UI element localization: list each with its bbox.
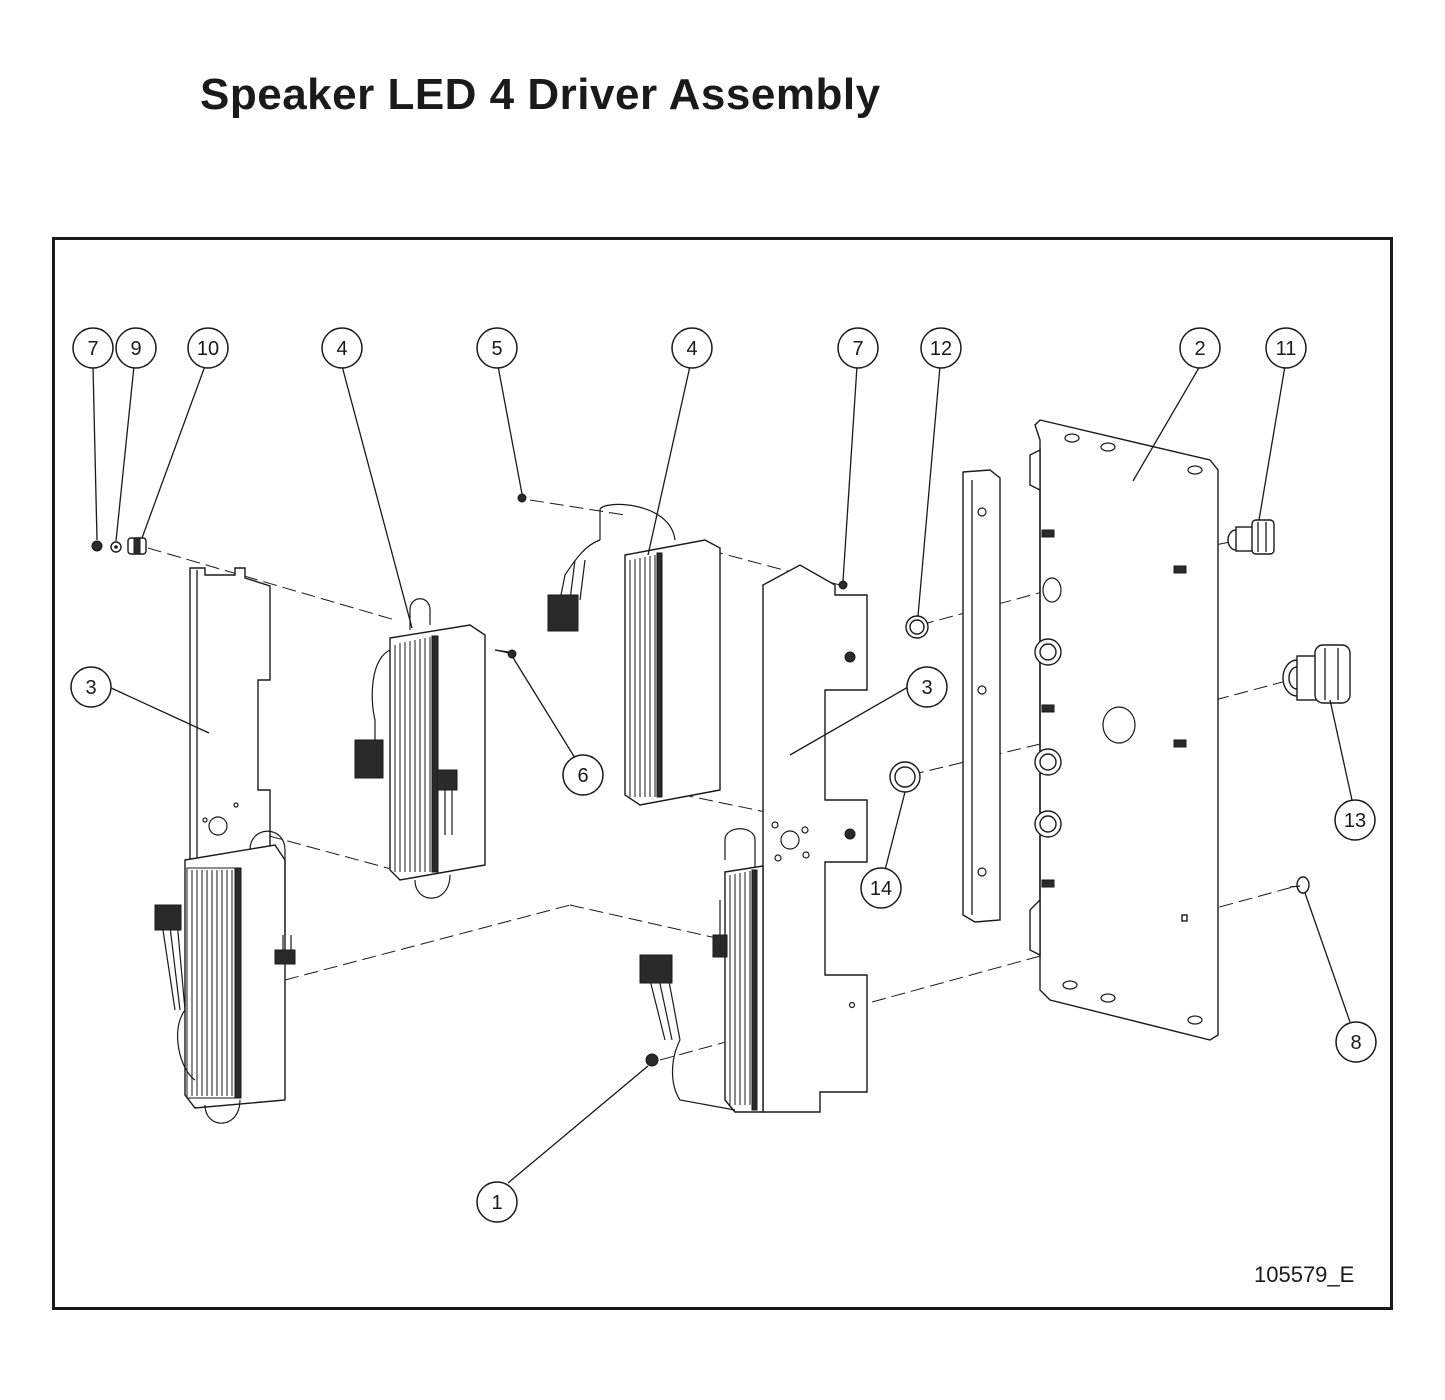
screw-item-6 [494,649,517,659]
callout-label: 4 [336,338,347,360]
leader-lines [92,365,1353,1184]
back-plate [962,419,1219,1041]
callout-11: 11 [1265,327,1307,369]
callout-10: 10 [187,327,229,369]
callout-2: 2 [1179,327,1221,369]
callout-label: 7 [852,338,863,360]
callout-label: 11 [1276,338,1297,360]
callout-1: 1 [476,1181,518,1223]
screw-item-5 [517,493,527,503]
led-driver-lower-right [639,828,764,1113]
page-title: Speaker LED 4 Driver Assembly [200,70,881,119]
callout-4-left: 4 [321,327,363,369]
callout-label: 12 [930,338,952,360]
callout-4-center: 4 [671,327,713,369]
lock-ring-item-12 [905,615,929,639]
callout-12: 12 [920,327,962,369]
drawing-frame [52,237,1393,1310]
callout-label: 3 [921,677,932,699]
screw-item-8 [1289,876,1310,894]
hardware-nut-washer-clip [91,537,147,555]
callout-label: 4 [686,338,697,360]
callout-label: 8 [1350,1032,1361,1054]
callout-9: 9 [115,327,157,369]
callout-3-right: 3 [906,666,948,708]
callout-label: 2 [1194,338,1205,360]
callout-label: 3 [85,677,96,699]
callout-label: 10 [197,338,219,360]
led-driver-center-left [354,598,486,899]
callout-6: 6 [562,754,604,796]
callout-label: 14 [870,878,892,900]
lock-ring-item-14 [889,761,921,793]
callout-label: 6 [577,765,588,787]
cord-grip-item-11 [1227,519,1275,555]
cord-grip-item-13 [1282,644,1351,704]
callout-label: 1 [491,1192,502,1214]
drawing-number: 105579_E [1254,1262,1355,1287]
led-driver-upper-center [547,503,721,806]
mounting-bracket-left [189,567,271,871]
callout-5: 5 [476,327,518,369]
callout-label: 5 [491,338,502,360]
mounting-bracket-right [762,564,868,1113]
callout-14: 14 [860,867,902,909]
callout-7-left: 7 [72,327,114,369]
callout-8: 8 [1335,1021,1377,1063]
callout-13: 13 [1334,799,1376,841]
callout-label: 13 [1344,810,1366,832]
callout-3-left: 3 [70,666,112,708]
led-driver-lower-left [154,830,296,1124]
callout-label: 7 [87,338,98,360]
callout-7-right: 7 [837,327,879,369]
nut-item-1 [645,1053,659,1067]
callout-label: 9 [130,338,141,360]
